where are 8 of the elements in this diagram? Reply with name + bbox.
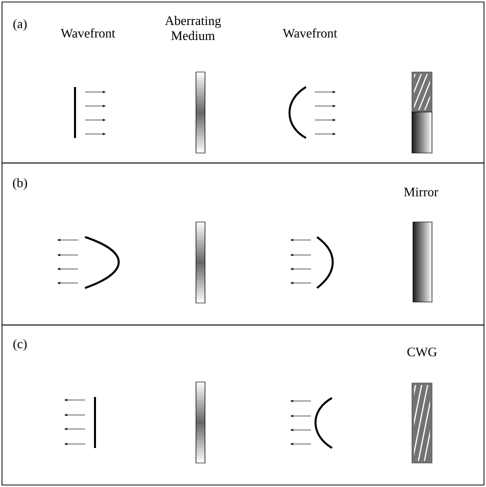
component-label: CWG <box>407 348 437 356</box>
panel-label: (a) <box>13 19 27 31</box>
panel-label: (b) <box>12 178 28 190</box>
panel-label: (c) <box>13 339 27 351</box>
component-label: Wavefront <box>60 28 116 38</box>
component-label: Aberrating Medium <box>164 16 221 40</box>
component-label: Wavefront <box>282 28 338 38</box>
component-label: Mirror <box>404 188 438 196</box>
